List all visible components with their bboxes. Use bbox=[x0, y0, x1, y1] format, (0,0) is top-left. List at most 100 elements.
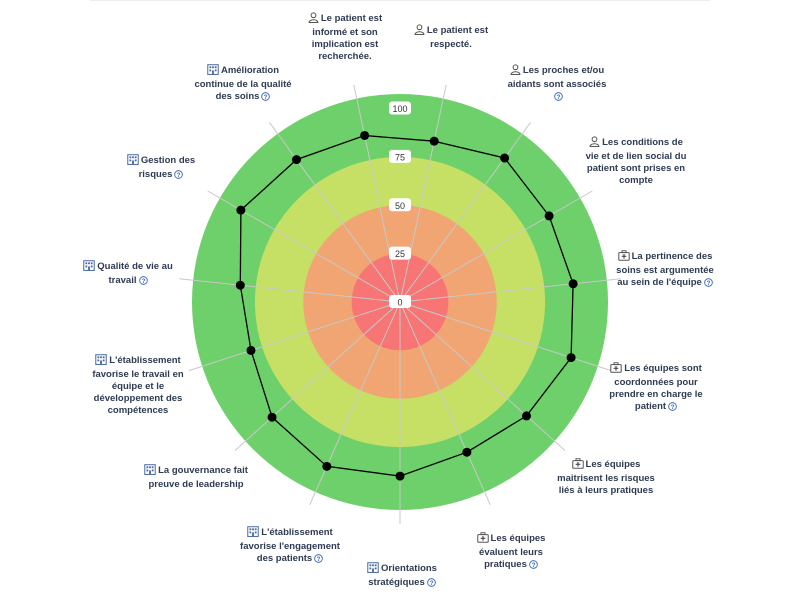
spoke bbox=[399, 301, 491, 506]
svg-text:100: 100 bbox=[392, 104, 407, 114]
criterion-text: Les conditions de vie et de lien social … bbox=[585, 137, 687, 186]
criterion-text: Les équipes sont coordonnées pour prendr… bbox=[609, 363, 703, 412]
svg-text:75: 75 bbox=[395, 152, 405, 162]
criterion-label-12: L'établissement favorise le travail en é… bbox=[78, 354, 198, 417]
spoke bbox=[353, 84, 401, 303]
criterion-text: Amélioration continue de la qualité des … bbox=[194, 65, 292, 102]
tick-label-100: 100 bbox=[389, 101, 411, 115]
medical-kit-icon bbox=[617, 250, 630, 265]
data-point-12[interactable] bbox=[235, 280, 245, 290]
criterion-label-6: Les équipes sont coordonnées pour prendr… bbox=[604, 362, 708, 415]
criterion-text: L'établissement favorise le travail en é… bbox=[92, 355, 184, 416]
criterion-label-4: Les conditions de vie et de lien social … bbox=[584, 136, 688, 187]
data-point-2[interactable] bbox=[500, 153, 510, 163]
criterion-text: L'établissement favorise l'engagement de… bbox=[240, 527, 340, 564]
criterion-text: Les proches et/ou aidants sont associés bbox=[507, 65, 607, 90]
building-icon bbox=[367, 562, 379, 577]
medical-kit-icon bbox=[610, 362, 622, 377]
criterion-label-14: Gestion des risques? bbox=[116, 154, 206, 183]
svg-text:?: ? bbox=[317, 556, 321, 563]
help-icon[interactable]: ? bbox=[261, 92, 271, 105]
criterion-label-10: L'établissement favorise l'engagement de… bbox=[238, 526, 342, 567]
data-point-11[interactable] bbox=[246, 345, 256, 355]
patient-icon bbox=[308, 12, 319, 27]
tick-label-50: 50 bbox=[389, 198, 411, 212]
criterion-text: Les équipes évaluent leurs pratiques bbox=[479, 533, 546, 570]
help-icon[interactable]: ? bbox=[553, 92, 563, 105]
svg-text:?: ? bbox=[141, 278, 145, 285]
building-icon bbox=[207, 64, 219, 79]
data-point-9[interactable] bbox=[322, 461, 332, 471]
svg-text:?: ? bbox=[671, 404, 675, 411]
criterion-text: La pertinence des soins est argumentée a… bbox=[616, 251, 714, 288]
series-line bbox=[239, 134, 574, 477]
help-icon[interactable]: ? bbox=[314, 554, 324, 567]
help-icon[interactable]: ? bbox=[703, 278, 713, 291]
data-point-15[interactable] bbox=[360, 130, 370, 140]
criterion-label-5: La pertinence des soins est argumentée a… bbox=[612, 250, 718, 291]
help-icon[interactable]: ? bbox=[668, 402, 677, 415]
data-point-5[interactable] bbox=[566, 353, 576, 363]
data-point-4[interactable] bbox=[568, 279, 578, 289]
data-point-1[interactable] bbox=[429, 136, 439, 146]
medical-kit-icon bbox=[571, 458, 584, 473]
svg-text:50: 50 bbox=[395, 201, 405, 211]
spoke bbox=[234, 301, 401, 451]
svg-text:?: ? bbox=[264, 94, 268, 101]
tick-label-0: 0 bbox=[389, 295, 411, 308]
patient-icon bbox=[414, 24, 425, 39]
help-icon[interactable]: ? bbox=[426, 578, 436, 591]
building-icon bbox=[247, 526, 260, 541]
patient-icon bbox=[510, 64, 521, 79]
criterion-label-9: Orientations stratégiques? bbox=[352, 562, 452, 591]
data-point-7[interactable] bbox=[462, 447, 472, 457]
criterion-label-2: Le patient est respecté. bbox=[410, 24, 492, 51]
criterion-label-7: Les équipes maitrisent les risques liés … bbox=[556, 458, 656, 497]
spoke bbox=[399, 122, 531, 303]
criterion-text: Qualité de vie au travail bbox=[97, 261, 173, 286]
svg-text:25: 25 bbox=[395, 249, 405, 259]
building-icon bbox=[127, 154, 139, 169]
svg-text:?: ? bbox=[706, 280, 710, 287]
data-point-13[interactable] bbox=[236, 205, 246, 215]
spoke bbox=[399, 84, 447, 303]
data-point-6[interactable] bbox=[522, 411, 532, 421]
svg-text:?: ? bbox=[177, 172, 181, 179]
svg-text:0: 0 bbox=[397, 298, 402, 308]
criterion-label-13: Qualité de vie au travail? bbox=[80, 260, 176, 289]
criterion-label-1: Le patient est informé et son implicatio… bbox=[296, 12, 394, 63]
spoke bbox=[399, 190, 593, 303]
building-icon bbox=[95, 354, 108, 369]
help-icon[interactable]: ? bbox=[138, 276, 148, 289]
svg-text:?: ? bbox=[556, 94, 560, 101]
spoke bbox=[309, 301, 401, 506]
patient-icon bbox=[589, 136, 600, 151]
data-point-3[interactable] bbox=[544, 211, 554, 221]
criterion-text: Le patient est informé et son implicatio… bbox=[311, 13, 383, 62]
data-point-14[interactable] bbox=[292, 155, 302, 165]
spoke bbox=[179, 278, 401, 303]
spoke bbox=[399, 278, 621, 303]
criterion-text: Les équipes maitrisent les risques liés … bbox=[557, 459, 655, 496]
criterion-text: Orientations stratégiques bbox=[368, 563, 437, 588]
criterion-label-8: Les équipes évaluent leurs pratiques? bbox=[462, 532, 560, 573]
criterion-label-11: La gouvernance fait preuve de leadership bbox=[144, 464, 248, 491]
help-icon[interactable]: ? bbox=[529, 560, 538, 573]
tick-label-25: 25 bbox=[389, 246, 411, 260]
criterion-label-3: Les proches et/ou aidants sont associés? bbox=[506, 64, 608, 105]
criterion-text: La gouvernance fait preuve de leadership bbox=[148, 465, 248, 490]
data-point-8[interactable] bbox=[395, 471, 405, 481]
svg-text:?: ? bbox=[429, 580, 433, 587]
help-icon[interactable]: ? bbox=[174, 170, 184, 183]
tick-label-75: 75 bbox=[389, 149, 411, 163]
svg-text:?: ? bbox=[531, 562, 535, 569]
building-icon bbox=[144, 464, 156, 479]
spoke bbox=[399, 301, 566, 451]
top-divider bbox=[90, 0, 710, 1]
building-icon bbox=[83, 260, 95, 275]
spoke bbox=[188, 301, 401, 372]
criterion-text: Gestion des risques bbox=[138, 155, 196, 180]
spoke bbox=[399, 301, 612, 372]
data-point-10[interactable] bbox=[267, 412, 277, 422]
